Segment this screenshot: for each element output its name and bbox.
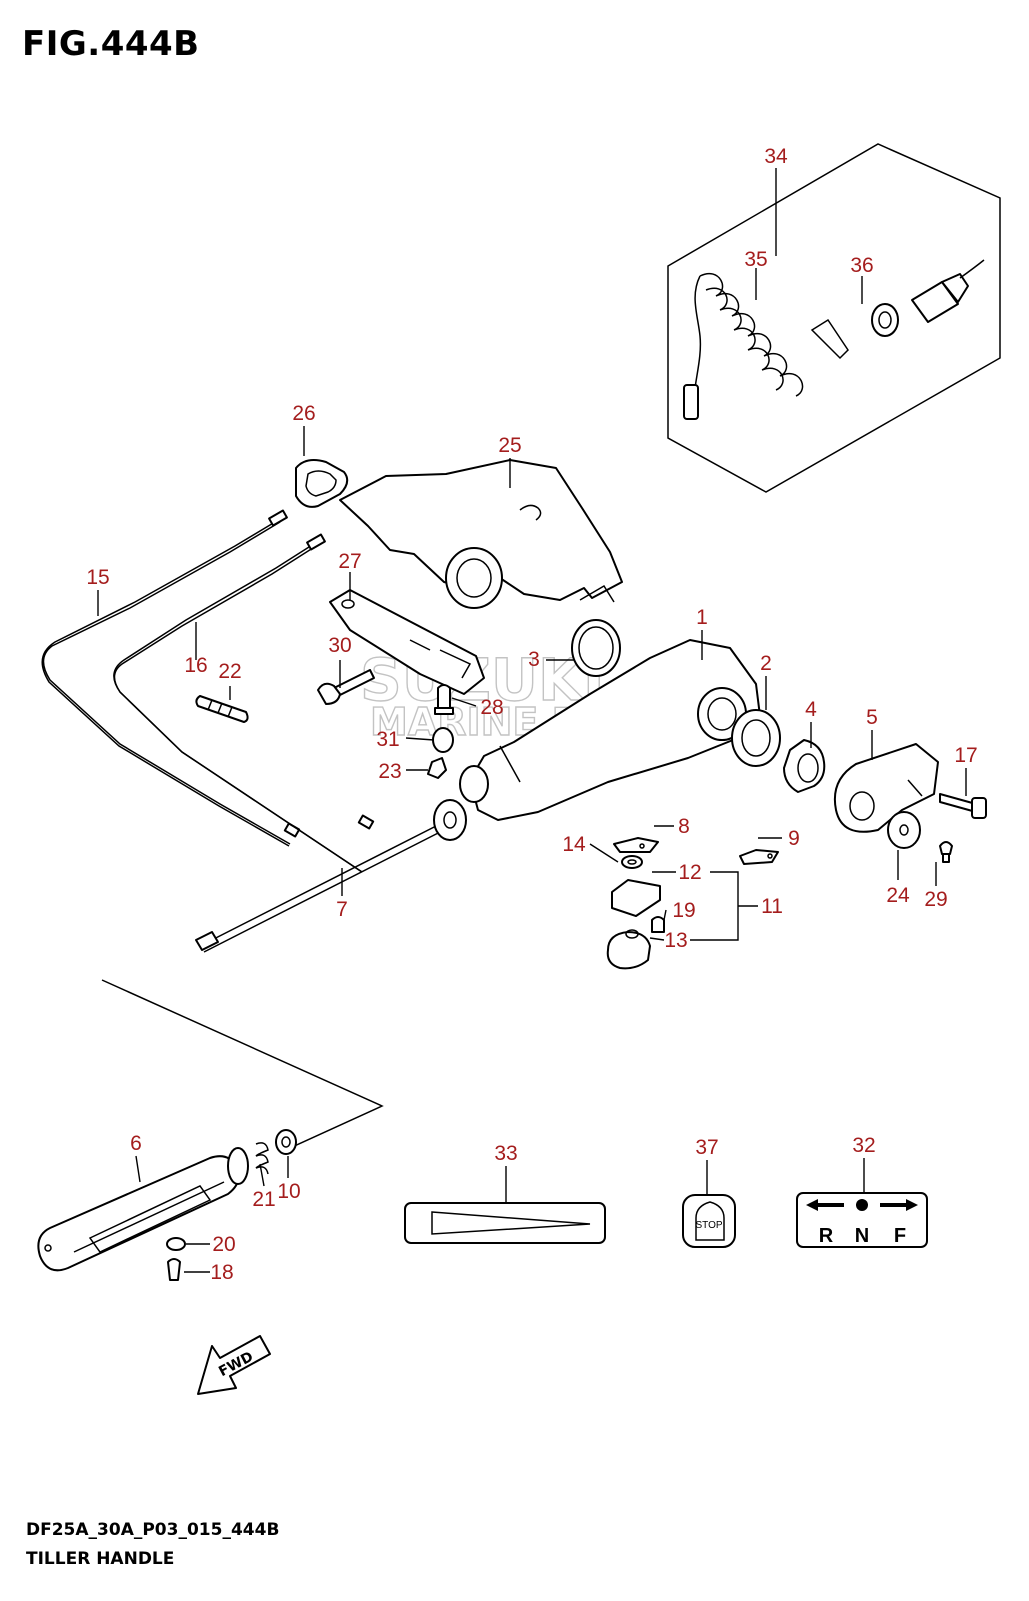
callout-33: 33	[494, 1142, 517, 1165]
bolt-17	[939, 793, 987, 819]
callout-22: 22	[218, 660, 241, 683]
fwd-arrow-icon: FWD	[197, 1335, 271, 1395]
screw-19	[651, 916, 665, 933]
callout-3: 3	[528, 648, 540, 671]
screw-18	[167, 1258, 181, 1281]
cap-10	[275, 1129, 297, 1155]
pin-22	[195, 695, 249, 723]
lanyard-coil-cord	[683, 272, 849, 420]
tiller-bracket-25	[339, 459, 623, 609]
callout-12: 12	[678, 861, 701, 884]
figure-name: TILLER HANDLE	[26, 1549, 175, 1569]
screw-28	[434, 684, 454, 715]
stop-decal-37: STOP	[682, 1194, 736, 1248]
callout-19: 19	[672, 899, 695, 922]
callout-8: 8	[678, 815, 690, 838]
callout-15: 15	[86, 566, 109, 589]
bracket-plate-27	[329, 589, 485, 695]
lanyard-nut	[871, 303, 899, 337]
callout-5: 5	[866, 706, 878, 729]
callouts: 34 35 36 26 25 27 15 16 30 22 28 31 23 3…	[86, 145, 977, 1284]
bushing-4	[783, 739, 826, 793]
callout-26: 26	[292, 402, 315, 425]
callout-21: 21	[252, 1188, 275, 1211]
callout-34: 34	[764, 145, 788, 168]
washer-14	[621, 855, 643, 869]
stop-button-13	[606, 929, 651, 970]
figure-title: FIG.444B	[22, 24, 200, 64]
spring-21	[255, 1142, 269, 1175]
callout-29: 29	[924, 888, 947, 911]
callout-6: 6	[130, 1132, 142, 1155]
callout-16: 16	[184, 654, 207, 677]
shift-letter-r: R	[819, 1225, 834, 1247]
bracket-12	[611, 879, 661, 917]
callout-31: 31	[376, 728, 399, 751]
clip-23	[427, 757, 447, 779]
plate-9	[739, 849, 779, 865]
shift-decal-32: R N F	[796, 1192, 928, 1248]
callout-14: 14	[562, 833, 586, 856]
shift-letter-n: N	[855, 1225, 869, 1247]
callout-25: 25	[498, 434, 521, 457]
callout-9: 9	[788, 827, 800, 850]
callout-17: 17	[954, 744, 977, 767]
callout-18: 18	[210, 1261, 233, 1284]
figure-code: DF25A_30A_P03_015_444B	[26, 1520, 280, 1540]
throttle-cable-15	[41, 509, 301, 847]
callout-35: 35	[744, 248, 767, 271]
callout-2: 2	[760, 652, 772, 675]
shift-letter-f: F	[894, 1225, 906, 1247]
cap-20	[166, 1237, 186, 1251]
callout-24: 24	[886, 884, 910, 907]
callout-7: 7	[336, 898, 348, 921]
ring-2	[731, 709, 781, 767]
callout-37: 37	[695, 1136, 718, 1159]
callout-13: 13	[664, 929, 687, 952]
callout-20: 20	[212, 1233, 235, 1256]
explode-lines	[101, 979, 384, 1149]
callout-36: 36	[850, 254, 873, 277]
lanyard-kit-box	[667, 143, 1001, 493]
shift-cable-16	[113, 533, 375, 873]
callout-32: 32	[852, 1134, 875, 1157]
cap-31	[432, 727, 454, 753]
ring-3	[571, 619, 621, 677]
stop-switch	[911, 259, 985, 323]
callout-1: 1	[696, 606, 708, 629]
shaft-7	[195, 799, 467, 953]
grommet-26	[295, 459, 349, 508]
callout-30: 30	[328, 634, 351, 657]
throttle-friction-5	[834, 743, 939, 833]
plate-8	[613, 837, 659, 853]
washer-24	[887, 811, 921, 849]
leader-lines	[97, 168, 967, 1273]
bolt-30	[317, 669, 375, 705]
callout-11: 11	[761, 895, 783, 918]
callout-10: 10	[277, 1180, 300, 1203]
stop-decal-text: STOP	[695, 1220, 722, 1231]
callout-28: 28	[480, 696, 503, 719]
callout-27: 27	[338, 550, 361, 573]
callout-4: 4	[805, 698, 817, 721]
screw-29	[939, 841, 953, 863]
callout-23: 23	[378, 760, 401, 783]
throttle-grip-6	[37, 1147, 249, 1272]
decal-33	[404, 1202, 606, 1244]
